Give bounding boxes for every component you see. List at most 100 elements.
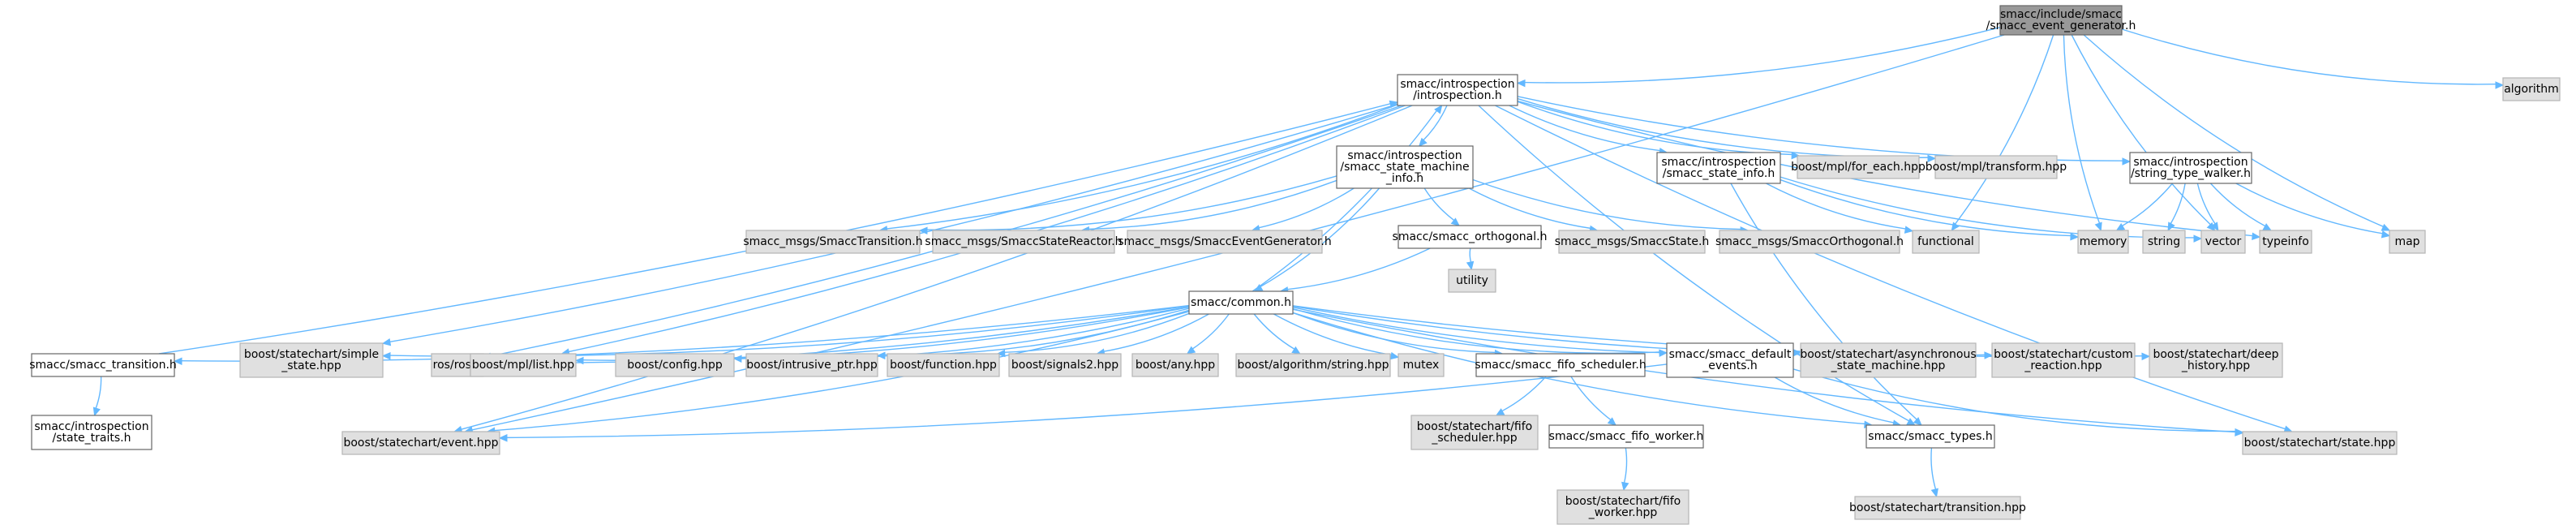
node-layer: smacc/include/smacc/smacc_event_generato…	[29, 5, 2561, 525]
edge-common-to-any	[1186, 313, 1230, 355]
node-signals2[interactable]: boost/signals2.hpp	[1008, 353, 1122, 377]
edge-common-to-mutex	[1273, 313, 1400, 360]
node-label: _reaction.hpp	[2024, 359, 2102, 372]
node-label: boost/statechart/asynchronous	[1800, 348, 1976, 361]
edge-root-to-intro	[1516, 26, 2001, 88]
node-label: /state_traits.h	[52, 432, 131, 445]
node-label: smacc/include/smacc	[2000, 8, 2122, 21]
node-label: boost/algorithm/string.hpp	[1237, 359, 1389, 372]
node-config[interactable]: boost/config.hpp	[615, 353, 735, 377]
node-label: /introspection.h	[1413, 89, 1502, 102]
node-intrusive[interactable]: boost/intrusive_ptr.hpp	[745, 353, 878, 377]
node-box	[1719, 230, 1900, 254]
node-transhpp[interactable]: boost/statechart/transition.hpp	[1849, 496, 2026, 520]
node-box	[1397, 353, 1445, 377]
node-event[interactable]: boost/statechart/event.hpp	[341, 431, 500, 455]
node-memory[interactable]: memory	[2077, 230, 2129, 254]
node-statehpp[interactable]: boost/statechart/state.hpp	[2242, 431, 2398, 455]
node-label: /smacc_state_machine	[1340, 161, 1469, 174]
node-intro[interactable]: smacc/introspection/introspection.h	[1397, 74, 1518, 106]
edge-transition-to-traits	[92, 376, 102, 417]
node-label: boost/statechart/fifo	[1417, 420, 1532, 433]
node-sTrans[interactable]: smacc_msgs/SmaccTransition.h	[743, 230, 923, 254]
node-label: map	[2394, 235, 2419, 248]
node-foreach[interactable]: boost/mpl/for_each.hpp	[1791, 155, 1926, 179]
edge-root-to-algorithm	[2121, 28, 2505, 89]
node-box	[887, 353, 1000, 377]
node-function[interactable]: boost/function.hpp	[887, 353, 1000, 377]
node-label: smacc_msgs/SmaccState.h	[1555, 235, 1710, 248]
node-any[interactable]: boost/any.hpp	[1131, 353, 1219, 377]
node-sState[interactable]: smacc_msgs/SmaccState.h	[1555, 230, 1710, 254]
node-stw[interactable]: smacc/introspection/string_type_walker.h	[2129, 152, 2252, 184]
node-label: boost/statechart/deep	[2153, 348, 2278, 361]
node-label: boost/statechart/custom	[1994, 348, 2133, 361]
node-box	[2200, 230, 2246, 254]
node-label: boost/config.hpp	[627, 359, 723, 372]
node-traits[interactable]: smacc/introspection/state_traits.h	[31, 415, 152, 450]
node-label: boost/statechart/fifo	[1565, 495, 1681, 508]
node-label: smacc_msgs/SmaccStateReactor.h	[925, 235, 1122, 248]
node-label: smacc/introspection	[2133, 156, 2248, 169]
node-functional[interactable]: functional	[1912, 230, 1980, 254]
node-defev[interactable]: smacc/smacc_default_events.h	[1666, 342, 1794, 378]
node-async[interactable]: boost/statechart/asynchronous_state_mach…	[1800, 342, 1977, 378]
node-box	[239, 342, 384, 378]
node-map[interactable]: map	[2389, 230, 2426, 254]
edge-ssi-to-functional	[1766, 183, 1914, 234]
node-sEvGen[interactable]: smacc_msgs/SmaccEventGenerator.h	[1118, 230, 1332, 254]
node-mutex[interactable]: mutex	[1397, 353, 1445, 377]
node-label: boost/statechart/event.hpp	[343, 437, 498, 449]
node-orth[interactable]: smacc/smacc_orthogonal.h	[1393, 225, 1548, 249]
node-label: boost/intrusive_ptr.hpp	[746, 359, 878, 372]
node-box	[2259, 230, 2312, 254]
node-utility[interactable]: utility	[1448, 269, 1496, 293]
node-box	[470, 353, 577, 377]
node-label: /smacc_state_info.h	[1663, 167, 1775, 180]
node-list[interactable]: boost/mpl/list.hpp	[470, 353, 577, 377]
node-box	[745, 230, 921, 254]
node-string[interactable]: string	[2142, 230, 2186, 254]
node-smi[interactable]: smacc/introspection/smacc_state_machine_…	[1336, 145, 1474, 189]
node-label: smacc_msgs/SmaccTransition.h	[743, 235, 922, 248]
node-box	[1558, 230, 1706, 254]
node-box	[31, 353, 175, 377]
node-box	[1934, 155, 2058, 179]
node-box	[2502, 77, 2561, 101]
node-fifosched[interactable]: smacc/smacc_fifo_scheduler.h	[1475, 353, 1646, 377]
node-box	[1008, 353, 1122, 377]
node-label: smacc/smacc_default	[1669, 348, 1792, 361]
node-types[interactable]: smacc/smacc_types.h	[1865, 424, 1995, 449]
node-deep[interactable]: boost/statechart/deep_history.hpp	[2149, 342, 2283, 378]
node-sReactor[interactable]: smacc_msgs/SmaccStateReactor.h	[925, 230, 1123, 254]
node-box	[1999, 5, 2123, 36]
node-fifoworker[interactable]: smacc/smacc_fifo_worker.h	[1548, 424, 1704, 449]
node-transition[interactable]: smacc/smacc_transition.h	[29, 353, 177, 377]
node-box	[1188, 290, 1294, 315]
edge-common-to-intrusive	[876, 309, 1190, 360]
node-vector[interactable]: vector	[2200, 230, 2246, 254]
node-custom[interactable]: boost/statechart/custom_reaction.hpp	[1991, 342, 2136, 378]
node-ssi[interactable]: smacc/introspection/smacc_state_info.h	[1656, 152, 1781, 184]
node-common[interactable]: smacc/common.h	[1188, 290, 1294, 315]
node-label: smacc/introspection	[1661, 156, 1775, 169]
node-label: _state.hpp	[281, 359, 341, 372]
node-sOrth[interactable]: smacc_msgs/SmaccOrthogonal.h	[1715, 230, 1904, 254]
node-fifoworkerhpp[interactable]: boost/statechart/fifo_worker.hpp	[1556, 489, 1689, 525]
node-box	[1448, 269, 1496, 293]
node-label: boost/statechart/simple	[244, 348, 379, 361]
node-algorithm[interactable]: algorithm	[2502, 77, 2561, 101]
edge-smi-to-orth	[1423, 187, 1460, 226]
node-typeinfo[interactable]: typeinfo	[2259, 230, 2312, 254]
node-label: algorithm	[2504, 83, 2559, 96]
node-box	[1556, 489, 1689, 525]
edge-transition-to-intro	[158, 100, 1399, 355]
node-algstr[interactable]: boost/algorithm/string.hpp	[1235, 353, 1391, 377]
node-label: _events.h	[1702, 359, 1758, 372]
node-simple[interactable]: boost/statechart/simple_state.hpp	[239, 342, 384, 378]
edge-intro-to-smi	[1418, 105, 1448, 147]
node-transform[interactable]: boost/mpl/transform.hpp	[1926, 155, 2067, 179]
node-fifoschedhpp[interactable]: boost/statechart/fifo_scheduler.hpp	[1410, 415, 1539, 450]
edge-intro-to-typeinfo	[1517, 100, 2261, 240]
node-label: /smacc_event_generator.h	[1986, 19, 2136, 32]
